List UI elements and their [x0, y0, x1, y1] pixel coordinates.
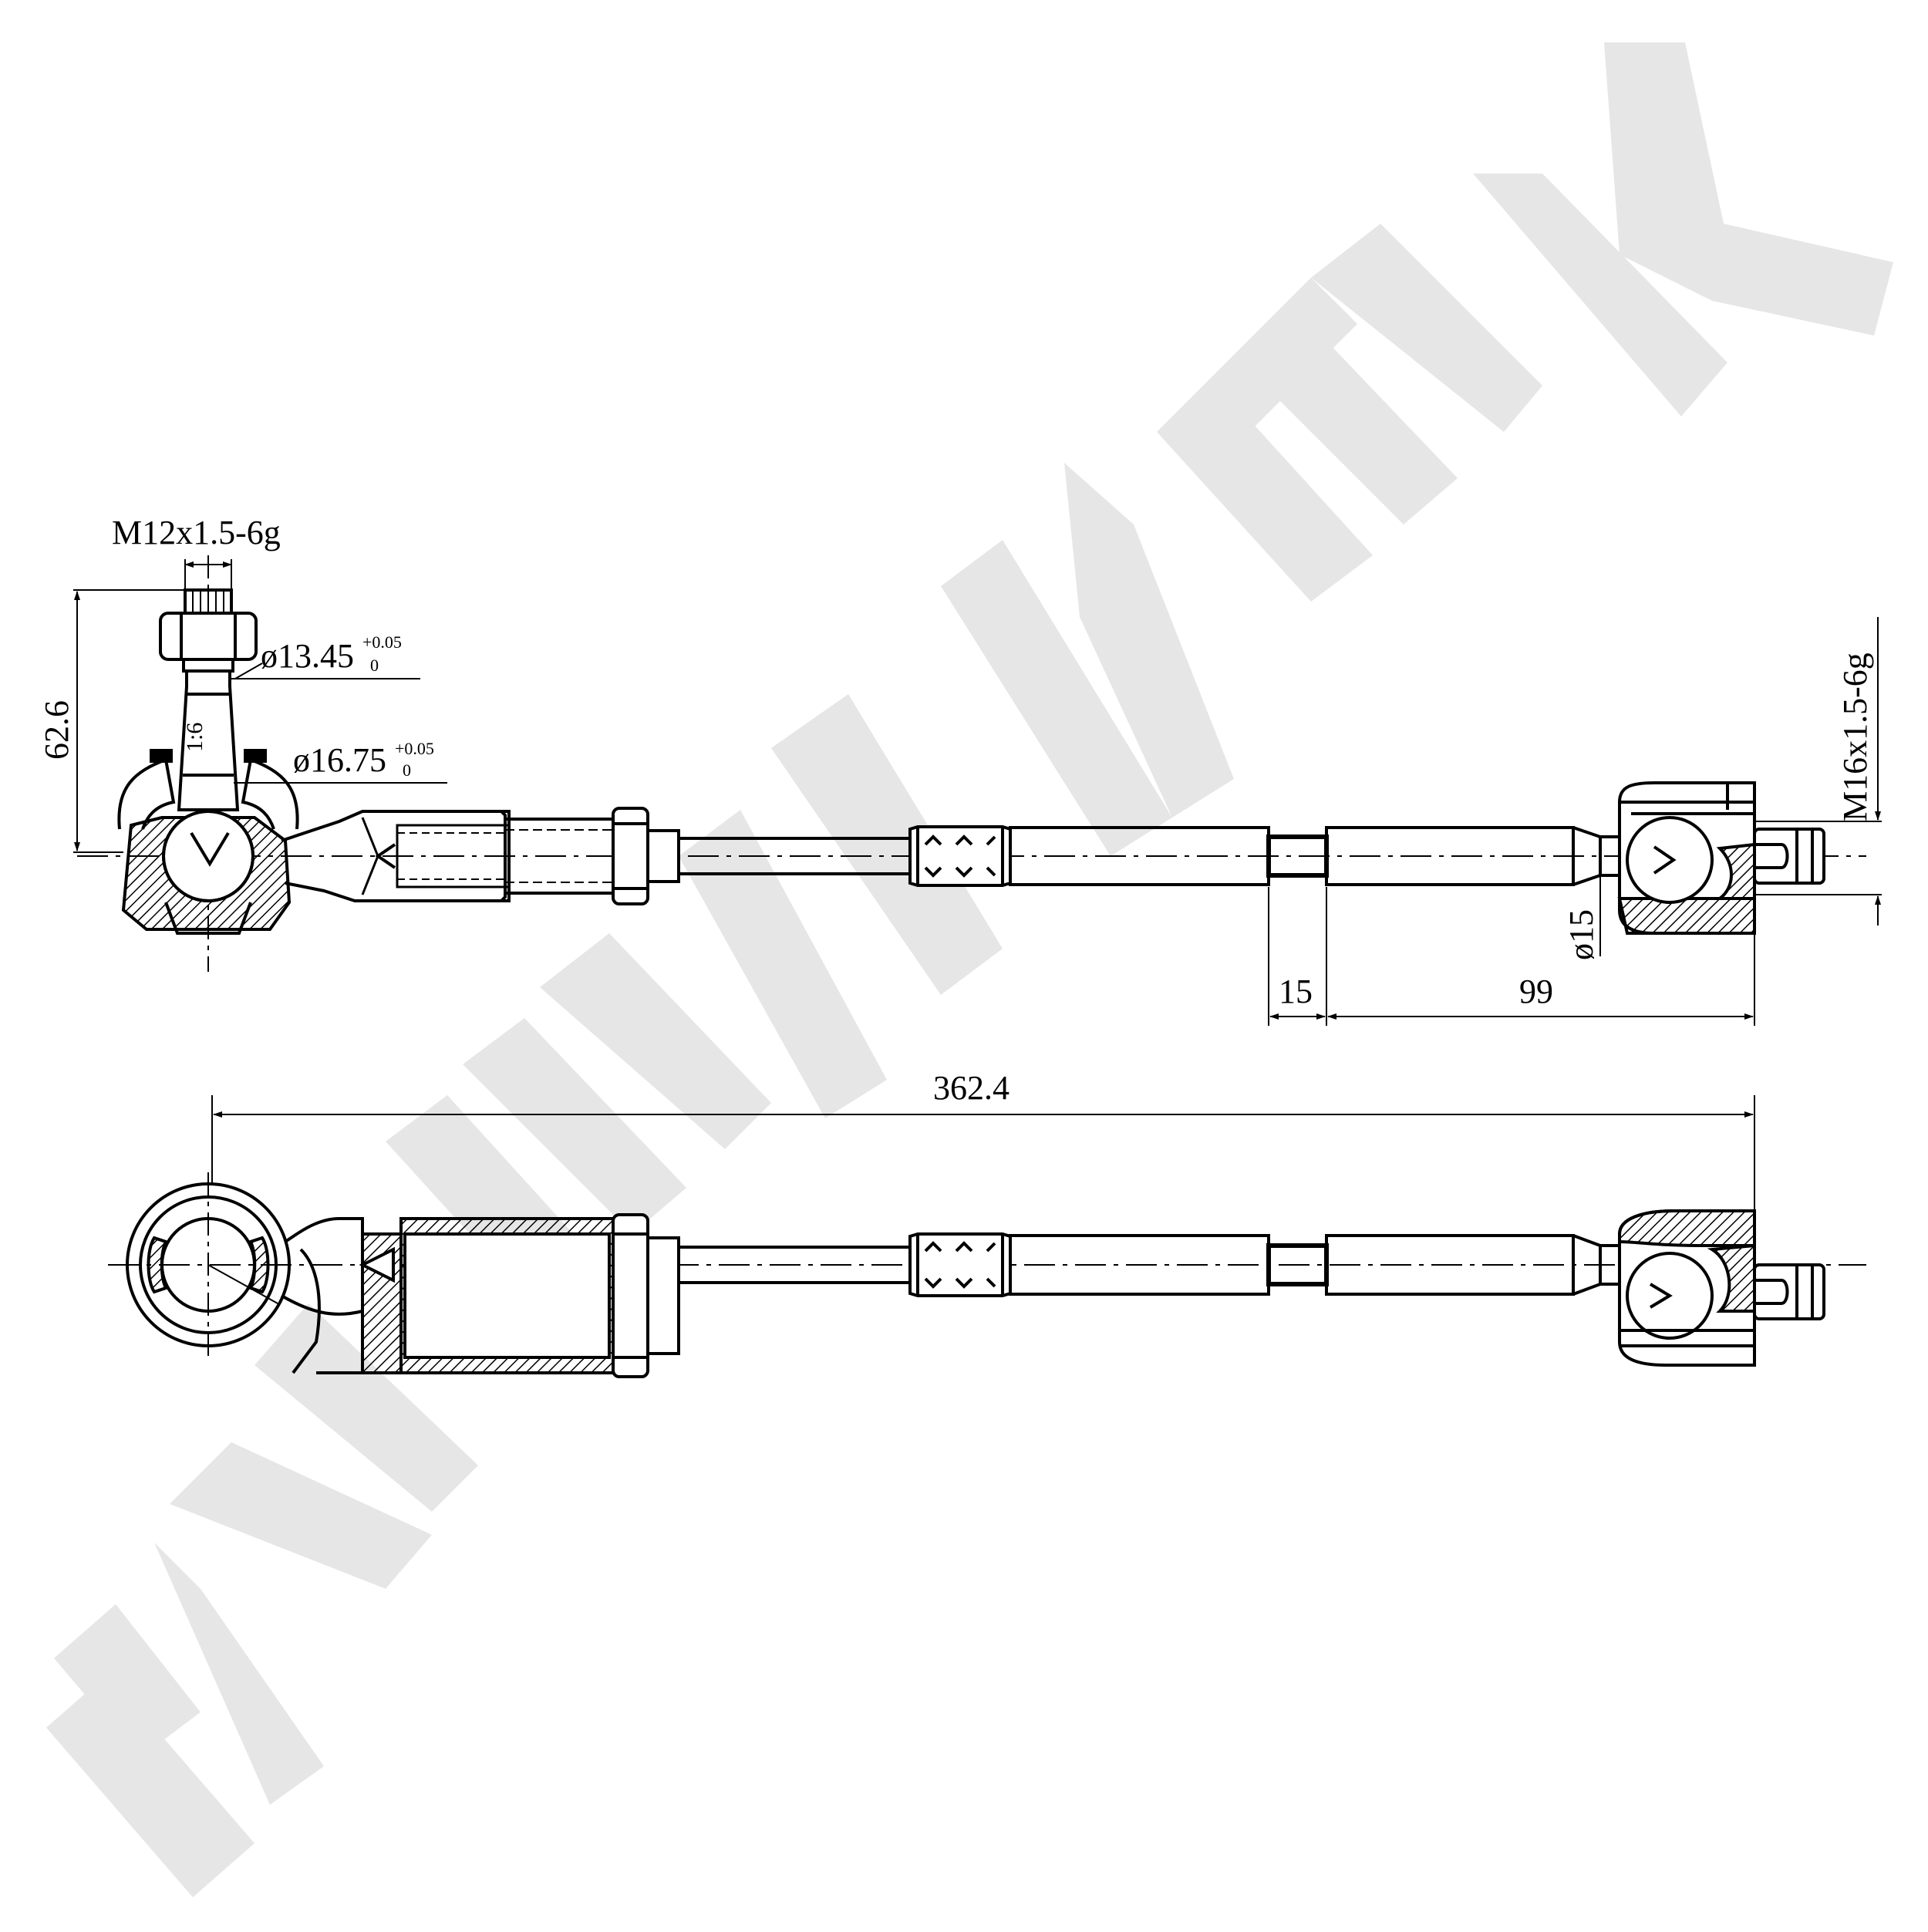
length-long-label: 99: [1519, 973, 1553, 1010]
stud-nut: [159, 588, 258, 673]
dimension-labels: M12x1.5-6g 62.6 ø13.45 +0.05 0 1:6 ø16.7…: [38, 514, 1874, 1107]
diameter-1-lower-tol: 0: [370, 656, 379, 675]
outer-tie-rod-arm: [281, 810, 511, 902]
diameter-1-upper-tol: +0.05: [362, 632, 402, 652]
right-ball-joint-housing: [1600, 781, 1756, 935]
length-short-label: 15: [1279, 973, 1313, 1010]
top-view: [73, 555, 1882, 1026]
overall-dimension: [211, 1095, 1755, 1211]
height-label: 62.6: [38, 700, 76, 760]
overall-length-label: 362.4: [933, 1069, 1010, 1107]
bottom-sleeve: [399, 1217, 615, 1374]
bottom-ball-eye: [126, 1182, 291, 1347]
bottom-lock-nut: [612, 1213, 680, 1378]
lock-nut: [612, 807, 680, 905]
thread-top-label: M12x1.5-6g: [112, 514, 281, 551]
main-rod: [677, 825, 1602, 887]
bottom-right-housing: [1600, 1209, 1756, 1367]
shank-diameter-label: ø15: [1562, 909, 1600, 960]
diameter-2-lower-tol: 0: [403, 760, 411, 780]
diameter-2-upper-tol: +0.05: [395, 739, 434, 758]
dimension-lines-top: [73, 559, 1882, 1026]
bottom-right-threaded-end: [1753, 1263, 1825, 1320]
bottom-main-rod: [677, 1232, 1602, 1297]
diameter-2-label: ø16.75: [293, 741, 386, 779]
diameter-1-label: ø13.45: [261, 637, 354, 675]
watermark-logo: [46, 42, 1893, 1897]
bottom-view: [108, 1095, 1866, 1378]
thread-right-label: M16x1.5-6g: [1836, 652, 1874, 821]
taper-label: 1:6: [182, 723, 207, 752]
right-threaded-end: [1753, 828, 1825, 885]
